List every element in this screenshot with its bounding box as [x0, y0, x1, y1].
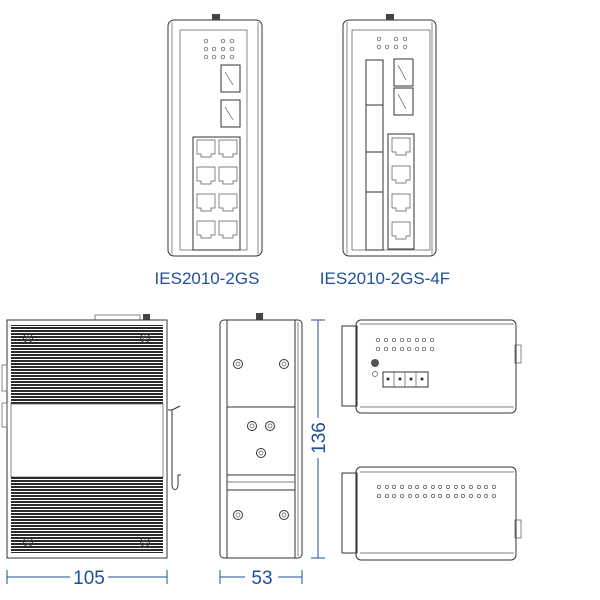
side-view-heatsink — [1, 314, 181, 559]
top-connector-icon — [212, 14, 220, 20]
rear-view-din-mount — [219, 313, 303, 559]
model-label-ies2010-2gs-4f: IES2010-2GS-4F — [320, 269, 450, 288]
top-view — [341, 319, 522, 414]
vent-holes — [377, 485, 496, 489]
din-rail-clip — [168, 409, 181, 490]
bottom-view — [341, 466, 522, 561]
fiber-ports — [365, 59, 384, 251]
front-view-ies2010-2gs-4f — [342, 14, 437, 257]
top-connector-icon — [386, 14, 394, 20]
width-value: 105 — [73, 568, 105, 589]
depth-dimension: 53 — [219, 568, 303, 589]
width-dimension: 105 — [6, 568, 168, 589]
rj45-ports — [387, 133, 415, 250]
height-value: 136 — [309, 422, 330, 454]
power-terminal-block — [382, 371, 429, 388]
depth-value: 53 — [251, 568, 272, 589]
front-view-ies2010-2gs — [167, 14, 263, 257]
sfp-ports — [220, 64, 241, 128]
led-indicators — [375, 337, 435, 352]
led-indicators — [376, 36, 408, 50]
sfp-ports — [393, 58, 414, 116]
rj45-ports — [192, 136, 241, 251]
ground-screw-icon — [371, 359, 379, 367]
led-indicators — [203, 38, 235, 60]
height-dimension: 136 — [309, 319, 330, 559]
model-label-ies2010-2gs: IES2010-2GS — [155, 269, 260, 288]
